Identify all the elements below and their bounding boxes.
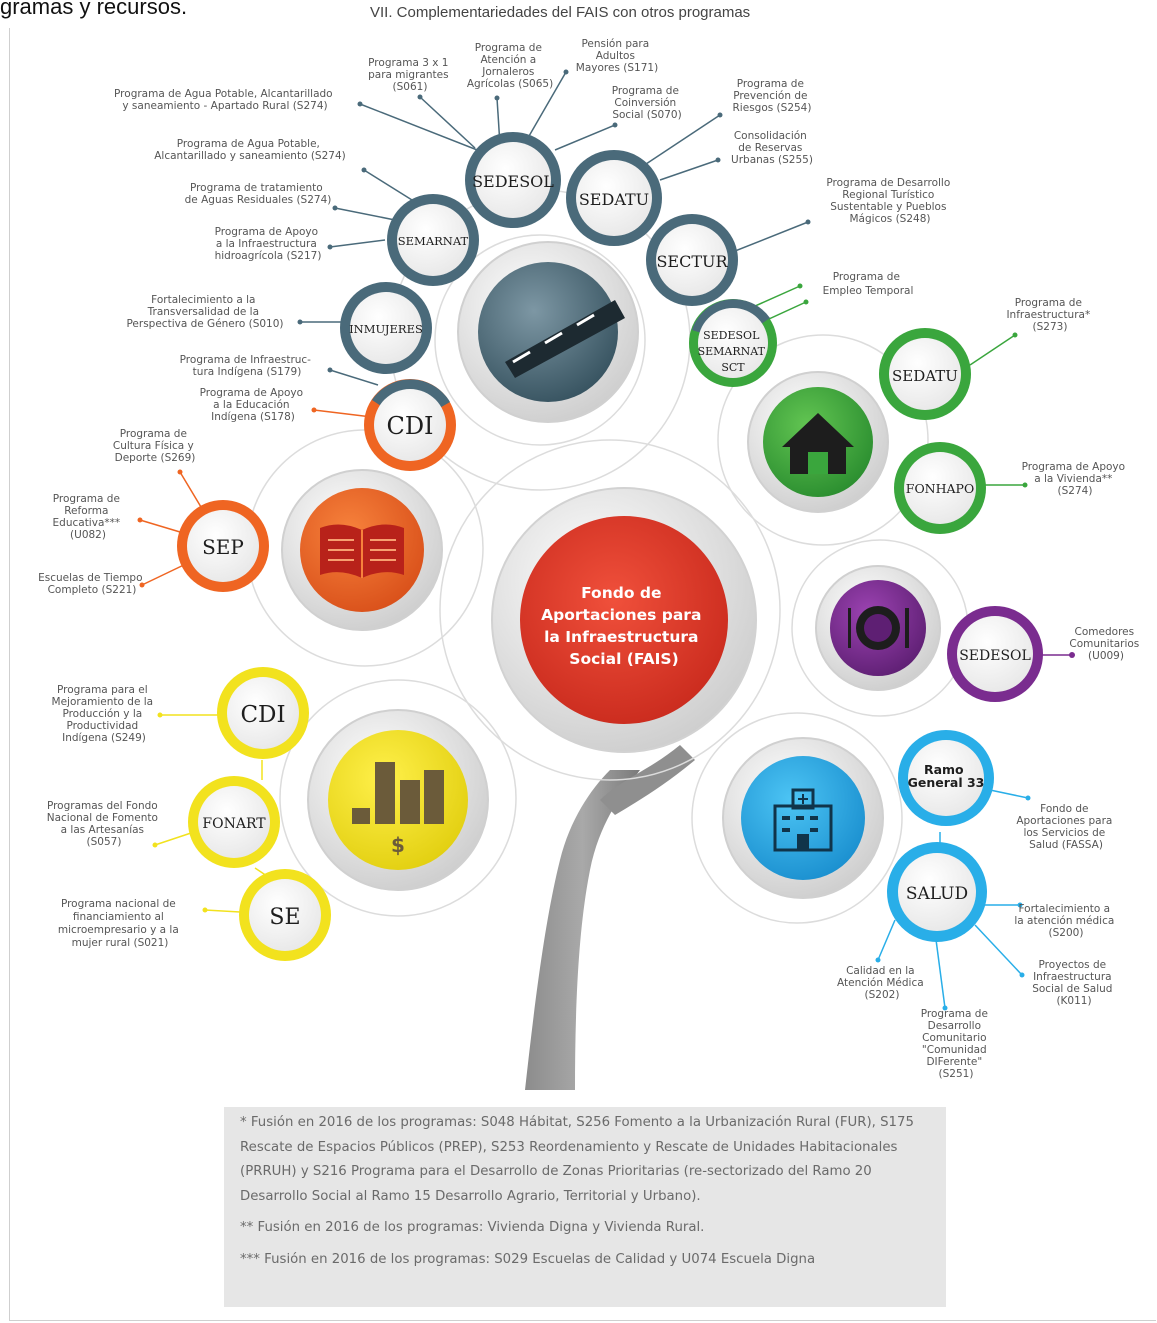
program-label-prevencion: Programa de Prevención de Riesgos (S254) [733,78,812,114]
svg-text:SEP: SEP [202,535,244,559]
agency-se: SE [239,869,331,961]
program-label-3x1: Programa 3 x 1 para migrantes (S061) [368,57,452,93]
program-label-calidad: Calidad en la Atención Médica (S202) [837,965,927,1001]
center-title-line-1: Fondo de [581,584,661,602]
agency-salud: SALUD [887,842,987,942]
header-fragment-text: gramas y recursos. [0,0,188,19]
program-label-reservas: Consolidación de Reservas Urbanas (S255) [731,130,813,166]
program-label-infraestructura-s273: Programa de Infraestructura* (S273) [1006,297,1093,333]
agency-fonhapo: FONHAPO [894,442,986,534]
svg-text:SEDESOL: SEDESOL [472,172,554,191]
dinner-plate-icon [815,565,941,691]
program-label-hidroagricola: Programa de Apoyo a la Infraestructura h… [215,226,322,262]
agency-sectur: SECTUR [646,214,738,306]
program-label-coinversion: Programa de Coinversión Social (S070) [612,85,683,121]
footnote-1: * Fusión en 2016 de los programas: S048 … [240,1115,914,1204]
center-title-line-4: Social (FAIS) [569,650,678,668]
house-icon [747,371,889,513]
footnote-2: ** Fusión en 2016 de los programas: Vivi… [240,1220,705,1235]
footnote-box: * Fusión en 2016 de los programas: S048 … [224,1107,946,1307]
program-label-fassa: Fondo de Aportaciones para los Servicios… [1016,803,1115,851]
svg-text:SALUD: SALUD [906,884,968,904]
program-label-cultura-fisica: Programa de Cultura Física y Deporte (S2… [113,428,197,464]
svg-text:INMUJERES: INMUJERES [349,322,423,336]
program-label-productividad: Programa para el Mejoramiento de la Prod… [52,684,157,744]
program-label-vivienda: Programa de Apoyo a la Vivienda** (S274) [1022,461,1129,497]
program-label-agua-rural: Programa de Agua Potable, Alcantarillado… [114,88,336,112]
program-label-microempresario: Programa nacional de financiamiento al m… [58,898,182,949]
book-icon [281,469,443,631]
agency-sedesol-right: SEDESOL [947,606,1043,702]
svg-text:SEDATU: SEDATU [892,367,958,385]
program-label-comedores: Comedores Comunitarios (U009) [1069,626,1142,662]
svg-text:SECTUR: SECTUR [656,252,728,271]
program-label-empleo: Programa de Empleo Temporal [823,271,914,297]
program-label-artesanias: Programas del Fondo Nacional de Fomento … [47,800,162,848]
agency-ramo-general-33: Ramo General 33 [898,730,994,826]
agency-sedesol-top: SEDESOL [465,132,561,228]
road-icon [457,241,639,423]
agency-fonart: FONART [188,776,280,868]
svg-text:SE: SE [269,905,300,930]
svg-text:FONHAPO: FONHAPO [906,481,974,496]
agency-sep: SEP [177,500,269,592]
program-label-jornaleros: Programa de Atención a Jornaleros Agríco… [467,42,553,90]
tree-trunk [525,770,640,1090]
program-label-residuales: Programa de tratamiento de Aguas Residua… [185,182,332,206]
svg-text:SEDESOL SEMARNAT S: SEDESOL SEMARNAT SCT [698,329,769,374]
agency-cdi-top: CDI [364,379,456,471]
program-label-atencion-medica: Fortalecimiento a la atención médica (S2… [1014,903,1117,939]
center-title-line-3: la Infraestructura [544,628,698,646]
svg-text:Fondo de Aportaciones pa: Fondo de Aportaciones para la Infraestru… [541,584,707,668]
program-label-reforma: Programa de Reforma Educativa*** (U082) [53,493,124,541]
svg-text:FONART: FONART [202,816,266,832]
svg-text:SEDATU: SEDATU [579,190,649,209]
program-label-turistico: Programa de Desarrollo Regional Turístic… [826,177,953,225]
hospital-icon [722,737,884,899]
svg-text:SEMARNAT: SEMARNAT [398,234,469,248]
figure-frame [9,28,1156,1321]
program-label-comunidad: Programa de Desarrollo Comunitario "Comu… [921,1008,992,1080]
svg-text:$: $ [391,833,405,857]
agency-sedatu-right: SEDATU [879,328,971,420]
agency-sedatu-top: SEDATU [566,150,662,246]
svg-text:CDI: CDI [386,412,433,440]
agency-sedesol-semarnat-sct: SEDESOL SEMARNAT SCT [689,299,777,387]
svg-text:Ramo General 33: Ramo General 33 [908,762,985,790]
bar-chart-dollar-icon: $ [307,709,489,891]
svg-text:CDI: CDI [240,702,285,728]
fais-center-node: Fondo de Aportaciones para la Infraestru… [491,487,757,753]
agency-inmujeres: INMUJERES [340,282,432,374]
page-title: VII. Complementariedades del FAIS con ot… [370,4,751,21]
program-label-escuelas: Escuelas de Tiempo Completo (S221) [38,572,146,596]
agency-semarnat: SEMARNAT [387,194,479,286]
program-label-infra-indigena: Programa de Infraestruc- tura Indígena (… [180,354,315,378]
center-title-line-2: Aportaciones para [541,606,701,624]
footnote-3: *** Fusión en 2016 de los programas: S02… [240,1251,816,1267]
program-label-agua: Programa de Agua Potable, Alcantarillado… [154,138,346,162]
svg-text:SEDESOL: SEDESOL [959,648,1031,664]
tree-branch [600,745,695,815]
program-label-genero: Fortalecimiento a la Transversalidad de … [126,294,283,330]
agency-cdi-yellow: CDI [217,667,309,759]
program-label-pension: Pensión para Adultos Mayores (S171) [576,38,658,74]
program-label-proyectos-salud: Proyectos de Infraestructura Social de S… [1032,959,1116,1007]
program-label-educacion-indigena: Programa de Apoyo a la Educación Indígen… [200,387,307,423]
